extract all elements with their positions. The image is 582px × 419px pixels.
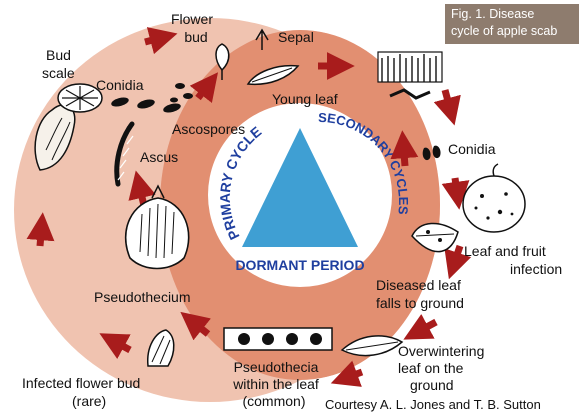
arrow-right-down-2 — [455, 178, 458, 200]
label-conidia-right: Conidia — [448, 141, 496, 157]
label-pseudo-leaf-2: within the leaf — [232, 376, 319, 392]
arrow-left-up — [40, 222, 42, 246]
caption-line-2: cycle of apple scab — [451, 23, 579, 40]
label-leaf-fruit-2: infection — [510, 261, 562, 277]
label-pseudo-leaf-1: Pseudothecia — [234, 359, 319, 375]
arrow-right-down-1 — [445, 90, 452, 116]
label-diseased-2: falls to ground — [376, 295, 464, 311]
credit-line: Courtesy A. L. Jones and T. B. Sutton — [325, 397, 541, 412]
label-young-leaf: Young leaf — [272, 91, 338, 107]
pseudothecia-leaf-section — [224, 328, 332, 350]
label-leaf-fruit-1: Leaf and fruit — [464, 243, 546, 259]
label-flower-bud-2: bud — [184, 29, 207, 45]
label-ascus: Ascus — [140, 149, 178, 165]
label-infected-1: Infected flower bud — [22, 375, 140, 391]
label-flower-bud-1: Flower — [171, 11, 213, 27]
arrow-right-down-3 — [452, 246, 460, 270]
figure-caption: Fig. 1. Disease cycle of apple scab — [445, 4, 579, 44]
label-conidia-left: Conidia — [96, 77, 144, 93]
label-bud-scale-2: scale — [42, 65, 75, 81]
label-bud-scale-1: Bud — [46, 47, 71, 63]
label-overwinter-2: leaf on the — [398, 360, 464, 376]
apple-fruit-illustration — [463, 164, 525, 232]
dormant-period-label: DORMANT PERIOD — [235, 257, 364, 273]
arrow-to-overwinter — [412, 322, 436, 335]
label-diseased-1: Diseased leaf — [376, 277, 461, 293]
label-overwinter-3: ground — [410, 377, 454, 393]
label-sepal: Sepal — [278, 29, 314, 45]
arrow-right-up — [403, 140, 405, 166]
label-pseudothecium: Pseudothecium — [94, 289, 191, 305]
arrow-bottom-left — [340, 372, 362, 380]
label-overwinter-1: Overwintering — [398, 343, 484, 359]
label-pseudo-leaf-3: (common) — [242, 393, 305, 409]
label-infected-2: (rare) — [72, 393, 106, 409]
caption-line-1: Fig. 1. Disease — [451, 6, 579, 23]
label-ascospores: Ascospores — [172, 121, 245, 137]
